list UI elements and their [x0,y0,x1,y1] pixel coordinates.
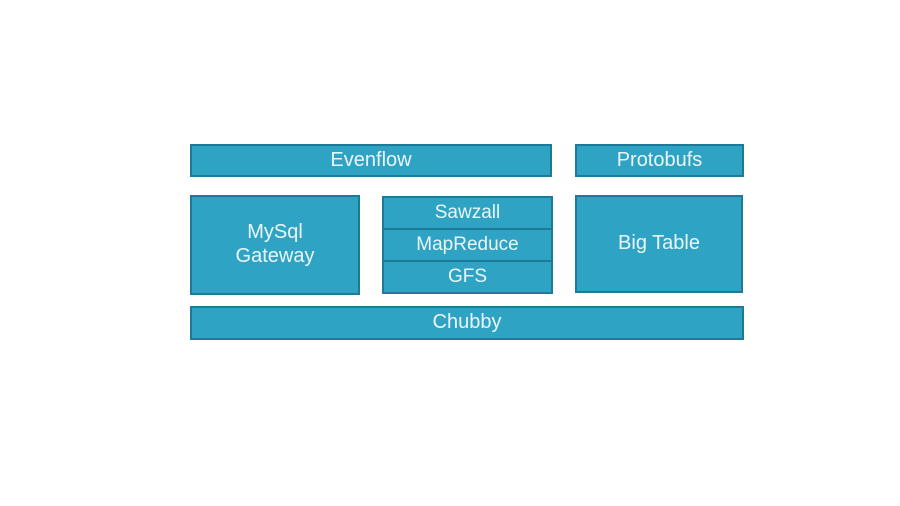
box-middle-stack: Sawzall MapReduce GFS [382,196,553,294]
box-big-table-label: Big Table [618,232,700,255]
box-mysql-gateway-label: MySql Gateway [235,221,315,267]
stack-cell-mapreduce: MapReduce [384,228,551,260]
stack-cell-sawzall: Sawzall [384,198,551,228]
box-protobufs: Protobufs [575,144,744,177]
stack-cell-sawzall-label: Sawzall [434,202,501,223]
box-big-table: Big Table [575,195,743,293]
stack-cell-mapreduce-label: MapReduce [416,234,519,255]
stack-cell-gfs-label: GFS [447,266,488,287]
box-chubby-label: Chubby [432,311,502,334]
box-evenflow: Evenflow [190,144,552,177]
box-mysql-gateway: MySql Gateway [190,195,360,295]
stack-cell-gfs: GFS [384,260,551,292]
box-evenflow-label: Evenflow [330,148,412,171]
box-protobufs-label: Protobufs [616,148,703,171]
box-chubby: Chubby [190,306,744,340]
